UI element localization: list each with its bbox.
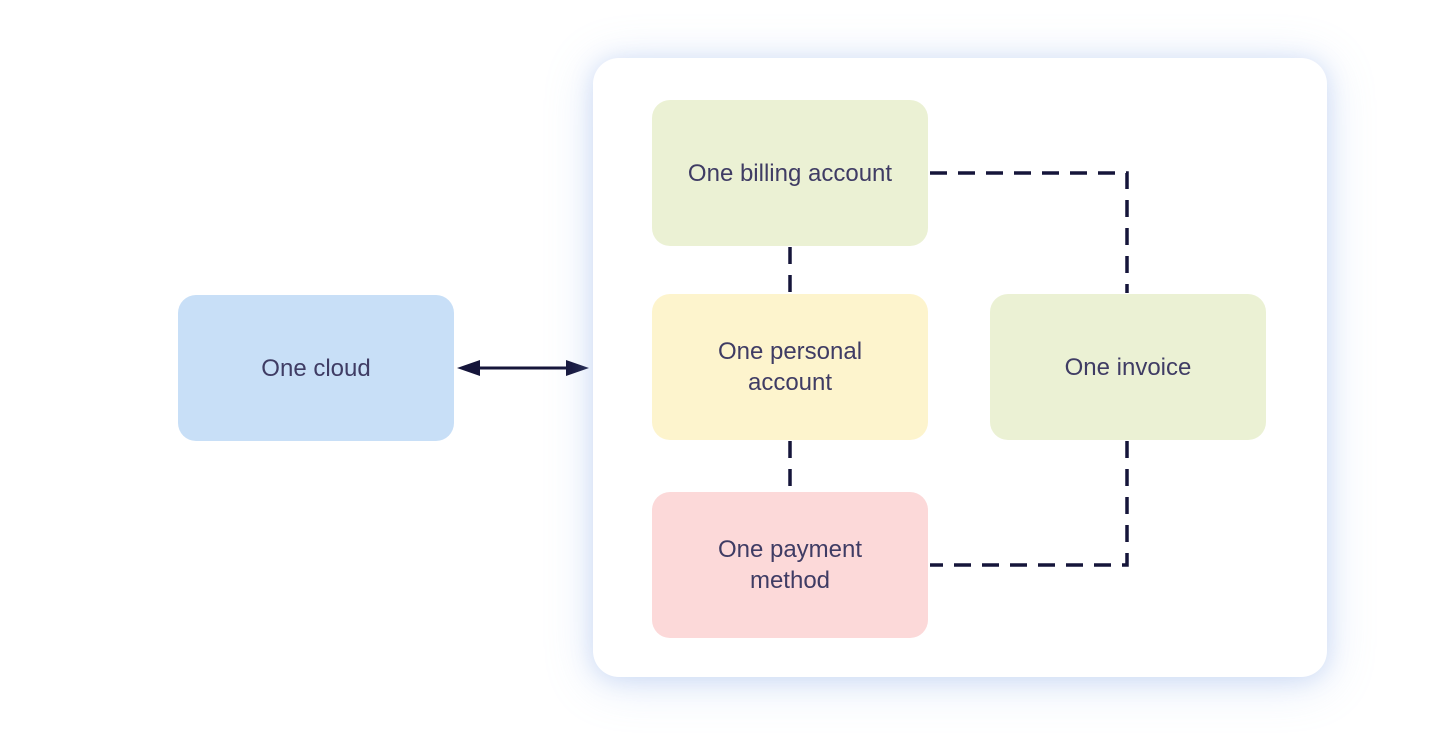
node-one-invoice-label: One invoice [1064, 353, 1192, 381]
node-one-invoice: One invoice [990, 294, 1266, 440]
node-one-personal-account-label: One personal account [717, 338, 863, 396]
node-one-personal-account: One personal account [652, 294, 928, 440]
arrow-head-right [566, 360, 589, 376]
connector-lines [788, 171, 1129, 567]
node-one-payment-method: One payment method [652, 492, 928, 638]
connector-billing-to-invoice [930, 171, 1129, 293]
node-one-cloud: One cloud [178, 295, 454, 441]
node-one-payment-method-label: One payment method [717, 536, 863, 594]
node-one-cloud-label: One cloud [261, 354, 371, 382]
arrow-head-left [457, 360, 480, 376]
billing-panel: One billing account One personal account… [593, 58, 1327, 677]
connector-invoice-to-payment [930, 441, 1129, 567]
node-one-billing-account-label: One billing account [687, 159, 893, 187]
node-one-billing-account: One billing account [652, 100, 928, 246]
bidirectional-arrow-icon [457, 360, 589, 376]
